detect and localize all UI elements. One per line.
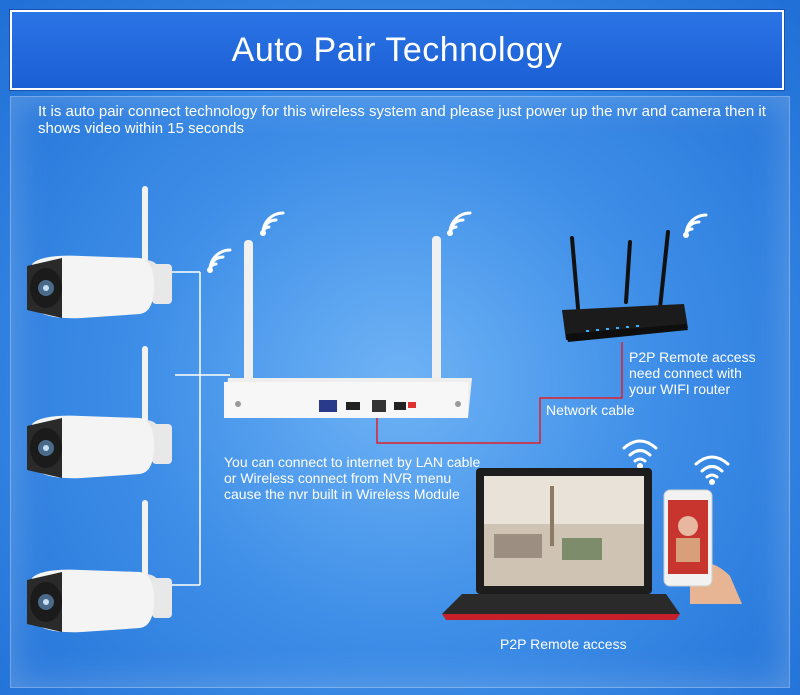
nvr-icon bbox=[224, 236, 472, 418]
network-cable-line bbox=[376, 342, 623, 444]
wifi-icon bbox=[622, 439, 658, 469]
wifi-icon bbox=[683, 213, 708, 238]
camera-wires bbox=[160, 271, 230, 586]
wifi-icon bbox=[694, 455, 730, 485]
title-banner: Auto Pair Technology bbox=[10, 10, 784, 90]
network-cable-label: Network cable bbox=[546, 402, 635, 418]
intro-text: It is auto pair connect technology for t… bbox=[38, 103, 766, 137]
laptop-icon bbox=[442, 468, 680, 620]
nvr-note: You can connect to internet by LAN cable… bbox=[224, 454, 481, 502]
router-remote-label: P2P Remote access need connect with your… bbox=[629, 349, 756, 397]
page-title: Auto Pair Technology bbox=[231, 30, 563, 69]
p2p-remote-access-label: P2P Remote access bbox=[500, 636, 627, 652]
wifi-icon bbox=[207, 248, 232, 273]
smartphone-icon bbox=[663, 489, 742, 604]
content-frame bbox=[10, 96, 790, 688]
router-icon bbox=[562, 230, 688, 342]
camera-icon bbox=[27, 500, 172, 633]
camera-icon bbox=[27, 186, 172, 319]
wifi-icon bbox=[260, 211, 285, 236]
wifi-icon bbox=[447, 211, 472, 236]
camera-icon bbox=[27, 346, 172, 479]
